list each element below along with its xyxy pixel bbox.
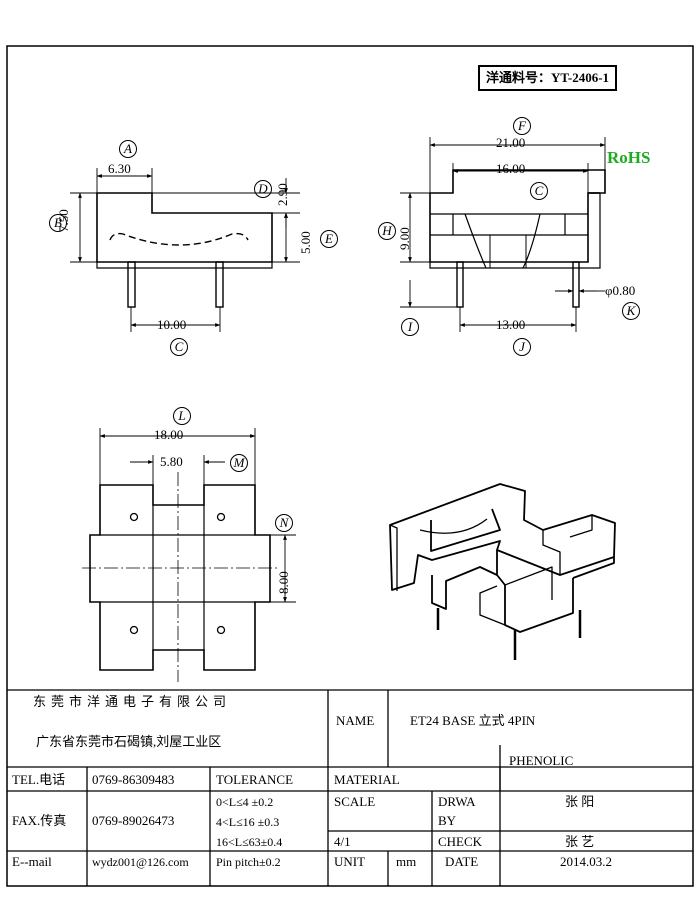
email-value: wydz001@126.com <box>92 855 189 869</box>
dim-16-value: 16.00 <box>496 161 526 176</box>
tolerance-2: 4<L≤16 ±0.3 <box>216 815 280 829</box>
side-view <box>429 169 606 308</box>
dim-j-value: 13.00 <box>496 317 526 332</box>
fax-label: FAX.传真 <box>12 813 67 828</box>
scale-value: 4/1 <box>334 834 351 849</box>
drawn-by-value: 张 阳 <box>565 794 595 809</box>
part-number-box: 洋通料号：YT-2406-1 <box>478 65 618 91</box>
dim-c-label: C <box>170 338 188 356</box>
rohs-mark: RoHS <box>607 148 651 167</box>
date-label: DATE <box>445 854 479 869</box>
dim-a-label: A <box>119 140 137 158</box>
scale-label: SCALE <box>334 794 376 809</box>
dim-n-value: 8.00 <box>276 571 291 594</box>
drawn-by-label-2: BY <box>438 813 457 828</box>
dim-f-label: F <box>513 117 531 135</box>
dim-l-label: L <box>173 407 191 425</box>
bottom-view-centerlines <box>82 472 280 682</box>
unit-label: UNIT <box>334 854 366 869</box>
front-view-dims <box>70 168 300 332</box>
title-block-grid <box>7 689 693 886</box>
dim-d-value: 2.90 <box>275 183 290 206</box>
dim-m-value: 5.80 <box>160 454 183 469</box>
sheet-border <box>6 45 694 887</box>
material-value: PHENOLIC <box>509 753 574 768</box>
dim-n-label: N <box>275 514 293 532</box>
dim-d-label: D <box>254 180 272 198</box>
check-label: CHECK <box>438 834 483 849</box>
tolerance-3: 16<L≤63±0.4 <box>216 835 283 849</box>
isometric-view <box>389 483 616 660</box>
date-value: 2014.03.2 <box>560 854 612 869</box>
bottom-view <box>89 484 271 671</box>
dim-k-value: φ0.80 <box>605 283 636 298</box>
fax-value: 0769-89026473 <box>92 813 175 828</box>
dim-j-label: J <box>513 338 531 356</box>
dim-b-label: B <box>49 214 67 232</box>
dim-a-value: 6.30 <box>108 161 131 176</box>
unit-value: mm <box>396 854 417 869</box>
dim-h-value: 9.00 <box>397 227 412 250</box>
dim-f-value: 21.00 <box>496 135 526 150</box>
side-view-dims <box>400 137 606 332</box>
material-label: MATERIAL <box>334 772 400 787</box>
dim-h-label: H <box>378 222 396 240</box>
front-view <box>96 192 273 308</box>
company-address: 广东省东莞市石碣镇,刘屋工业区 <box>36 734 222 749</box>
dim-e-value: 5.00 <box>298 231 313 254</box>
dim-c2-label: C <box>530 182 548 200</box>
dim-c-value: 10.00 <box>157 317 187 332</box>
tolerance-4: Pin pitch±0.2 <box>216 855 281 869</box>
dim-e-label: E <box>320 230 338 248</box>
tolerance-1: 0<L≤4 ±0.2 <box>216 795 274 809</box>
dim-l-value: 18.00 <box>154 427 184 442</box>
bottom-view-dims <box>99 428 296 603</box>
drawn-by-label-1: DRWA <box>438 794 476 809</box>
tolerance-label: TOLERANCE <box>216 772 294 787</box>
name-label: NAME <box>336 713 375 728</box>
check-value: 张 艺 <box>565 834 595 849</box>
name-value: ET24 BASE 立式 4PIN <box>410 713 536 728</box>
email-label: E--mail <box>12 854 52 869</box>
company-name: 东莞市洋通电子有限公司 <box>33 694 232 709</box>
dim-i-label: I <box>401 318 419 336</box>
dim-m-label: M <box>230 454 248 472</box>
dim-k-label: K <box>622 302 640 320</box>
tel-label: TEL.电话 <box>12 772 66 787</box>
tel-value: 0769-86309483 <box>92 772 175 787</box>
